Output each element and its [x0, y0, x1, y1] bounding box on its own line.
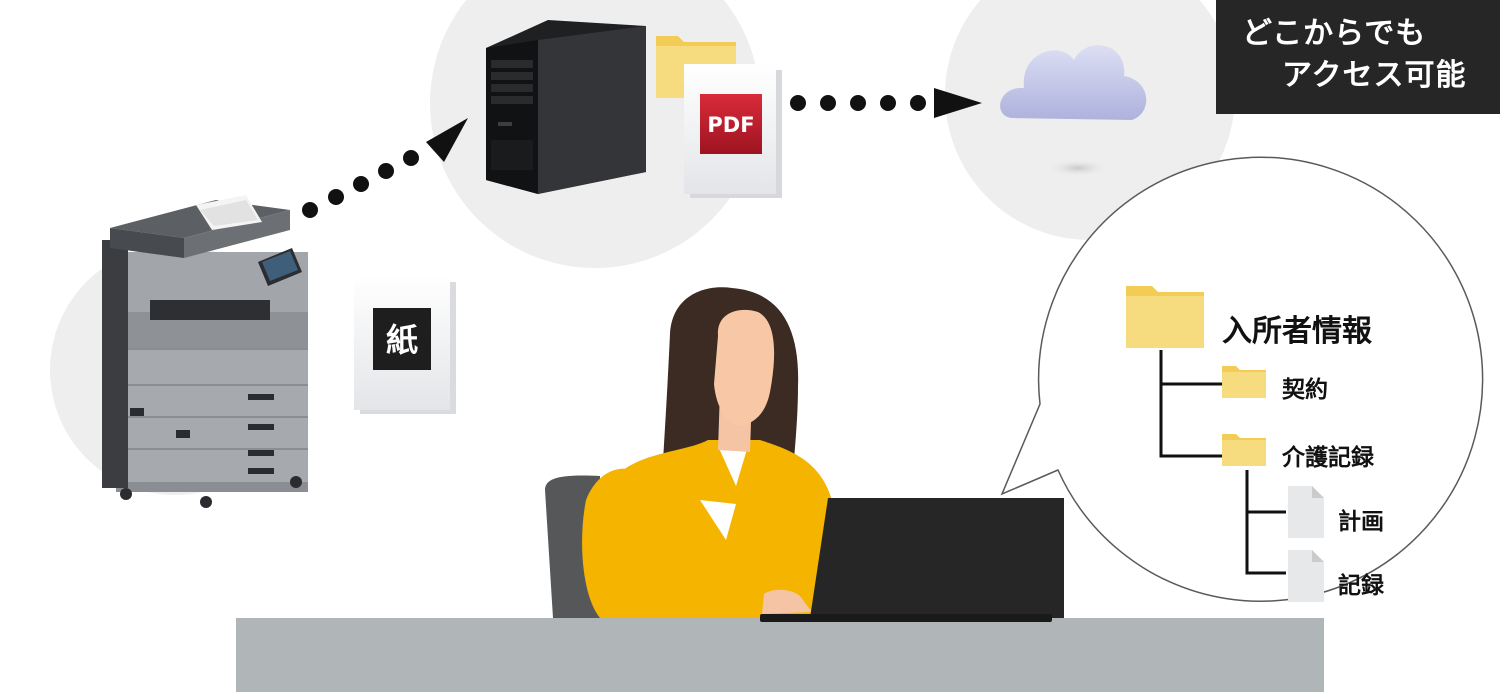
pdf-label: PDF — [707, 113, 754, 137]
folder-tree — [1126, 286, 1324, 602]
cloud-icon — [1000, 45, 1147, 177]
access-banner: どこからでも アクセス可能 — [1216, 0, 1500, 114]
file-icon-plan — [1288, 486, 1324, 538]
paper-label: 紙 — [386, 321, 418, 359]
person-illustration — [582, 287, 836, 618]
arrow-printer-to-server — [302, 118, 468, 218]
pdf-document: PDF — [684, 64, 782, 198]
tree-item-contract-label: 契約 — [1282, 377, 1328, 403]
tree-item-care-records-label: 介護記録 — [1282, 445, 1374, 471]
tree-item-plan-label: 計画 — [1338, 509, 1384, 535]
server-icon — [486, 20, 646, 194]
banner-line-1: どこからでも — [1242, 16, 1427, 51]
paper-document: 紙 — [354, 276, 456, 414]
file-icon-record — [1288, 550, 1324, 602]
tree-root-label: 入所者情報 — [1222, 314, 1372, 349]
banner-line-2: アクセス可能 — [1282, 58, 1467, 93]
desk — [236, 618, 1324, 692]
printer-icon — [102, 195, 308, 508]
folder-icon-contract — [1222, 366, 1266, 398]
folder-icon-care-records — [1222, 434, 1266, 466]
folder-icon-root — [1126, 286, 1204, 348]
laptop-icon — [760, 498, 1064, 622]
arrow-server-to-cloud — [790, 88, 982, 118]
tree-item-record-label: 記録 — [1338, 573, 1384, 599]
